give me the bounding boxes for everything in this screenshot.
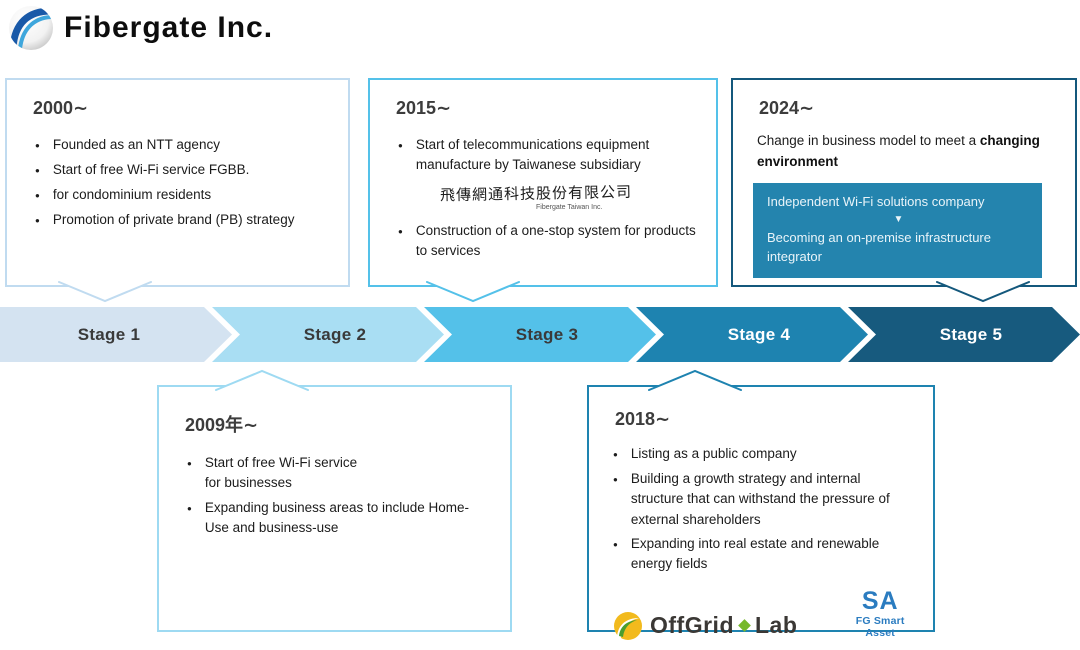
- taiwan-subsidiary-calligraphy: 飛傳網通科技股份有限公司: [439, 182, 633, 204]
- stage-3-chevron: Stage 3: [424, 307, 656, 362]
- stage-timeline: Stage 1 Stage 2 Stage 3 Stage 4 Stage 5: [0, 307, 1080, 362]
- stage-2-chevron: Stage 2: [212, 307, 444, 362]
- callout-pointer-down: [936, 281, 1030, 303]
- callout-2015: 2015∼ Start of telecommunications equipm…: [368, 78, 718, 303]
- transition-panel: Independent Wi-Fi solutions company ▼ Be…: [753, 182, 1042, 279]
- offgrid-sun-leaf-icon: [614, 611, 642, 640]
- taiwan-subsidiary-caption: Fibergate Taiwan Inc.: [536, 203, 603, 211]
- callout-pointer-up: [215, 369, 309, 391]
- stage-1-chevron: Stage 1: [0, 307, 232, 362]
- stage-4-chevron: Stage 4: [636, 307, 868, 362]
- list-item: for condominium residents: [33, 185, 330, 206]
- callout-2024: 2024∼ Change in business model to meet a…: [731, 78, 1077, 303]
- list-item: Start of free Wi-Fi service for business…: [185, 453, 492, 494]
- callout-pointer-down: [426, 281, 520, 303]
- company-name: Fibergate Inc.: [64, 11, 274, 44]
- callout-2000: 2000∼ Founded as an NTT agency Start of …: [5, 78, 350, 303]
- list-item: Start of telecommunications equipment ma…: [396, 135, 698, 176]
- lab-text: Lab: [755, 612, 798, 639]
- company-logo: Fibergate Inc.: [8, 5, 273, 51]
- stage-5-chevron: Stage 5: [848, 307, 1080, 362]
- down-triangle-icon: ▼: [893, 213, 904, 225]
- callout-pointer-down: [58, 281, 152, 303]
- sa-name-text: FG Smart Asset: [855, 614, 905, 639]
- callout-2018: 2018∼ Listing as a public company Buildi…: [587, 369, 935, 640]
- leaf-diamond-icon: [738, 619, 751, 633]
- transition-to: Becoming an on-premise infrastructure in…: [767, 229, 991, 264]
- fg-smart-asset-logo: SA FG Smart Asset: [845, 587, 915, 641]
- sa-abbr-text: SA: [861, 587, 899, 616]
- taiwan-subsidiary-logo: 飛傳網通科技股份有限公司 Fibergate Taiwan Inc.: [439, 182, 698, 211]
- offgrid-text: OffGrid: [650, 612, 734, 639]
- callout-2015-title: 2015∼: [396, 98, 452, 118]
- list-item: Building a growth strategy and internal …: [611, 469, 915, 530]
- callout-2009: 2009年∼ Start of free Wi-Fi service for b…: [157, 369, 512, 632]
- list-item: Promotion of private brand (PB) strategy: [33, 210, 330, 231]
- list-item: Founded as an NTT agency: [33, 135, 330, 156]
- business-model-lead: Change in business model to meet a chang…: [757, 133, 1040, 169]
- list-item: Construction of a one-stop system for pr…: [396, 221, 698, 262]
- list-item: Start of free Wi-Fi service FGBB.: [33, 160, 330, 181]
- list-item: Expanding business areas to include Home…: [185, 498, 492, 539]
- list-item: Expanding into real estate and renewable…: [611, 534, 915, 575]
- globe-sphere-icon: [9, 6, 53, 50]
- transition-from: Independent Wi-Fi solutions company: [767, 193, 985, 209]
- callout-2018-title: 2018∼: [615, 409, 671, 429]
- callout-pointer-up: [648, 369, 742, 391]
- callout-2009-title: 2009年∼: [185, 415, 259, 435]
- callout-2000-title: 2000∼: [33, 98, 89, 118]
- offgrid-lab-logo: OffGrid Lab: [613, 611, 797, 641]
- list-item: Listing as a public company: [611, 444, 915, 465]
- callout-2024-title: 2024∼: [759, 98, 815, 118]
